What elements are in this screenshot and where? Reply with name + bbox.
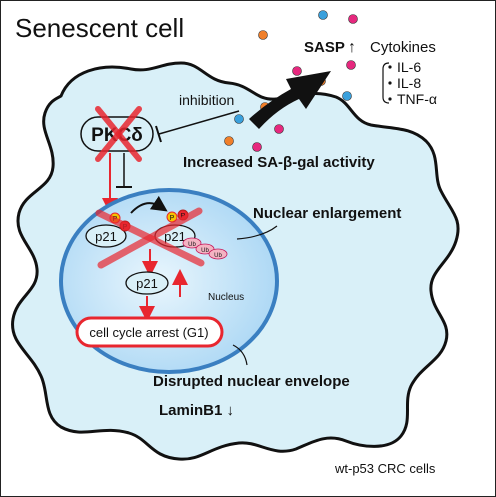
svg-text:Ub: Ub [201,248,209,254]
enlargement-pointer [236,225,278,240]
bullet [388,81,392,85]
sa-beta-gal-label: Increased SA-β-gal activity [183,154,375,171]
pkc-cross-mark [95,106,142,162]
sasp-up-arrow: ↑ [348,39,356,56]
cytokine-il8: IL-8 [397,75,421,91]
laminb1-label: LaminB1 ↓ [159,402,234,419]
p21-cross-mark [95,207,205,269]
nuclear-enlargement-label: Nuclear enlargement [253,205,401,222]
svg-text:Ub: Ub [214,253,222,259]
cytokine-tnfa: TNF-α [397,91,437,107]
nucleus-label: Nucleus [208,292,244,303]
bullet [388,65,392,69]
p21-left-label: p21 [95,229,117,244]
secretion-arrow [249,71,331,129]
diagram-title: Senescent cell [15,13,184,43]
cytokine-il6: IL-6 [397,59,421,75]
svg-text:Ub: Ub [188,242,196,248]
sasp-label: SASP [304,39,345,56]
p21-center [125,271,169,295]
phosphorylation-arrow [130,195,168,214]
ubiquitin-chain: Ub Ub Ub [182,237,228,260]
cytokines-label: Cytokines [370,39,436,56]
inhibition-label: inhibition [179,92,234,108]
p21-right-label: p21 [164,229,186,244]
p21-center-label: p21 [136,276,158,291]
bullet [388,97,392,101]
disrupted-envelope-label: Disrupted nuclear envelope [153,373,350,390]
cell-cycle-arrest-box [75,316,224,348]
p21-left [85,224,127,248]
cell-cycle-arrest-label: cell cycle arrest (G1) [89,325,208,340]
envelope-pointer [232,344,248,366]
cell-line-label: wt-p53 CRC cells [334,461,436,476]
cytokine-bracket [382,62,390,104]
inhibition-bar [155,125,162,143]
inhibition-line [158,110,240,135]
svg-text:P: P [170,215,175,222]
